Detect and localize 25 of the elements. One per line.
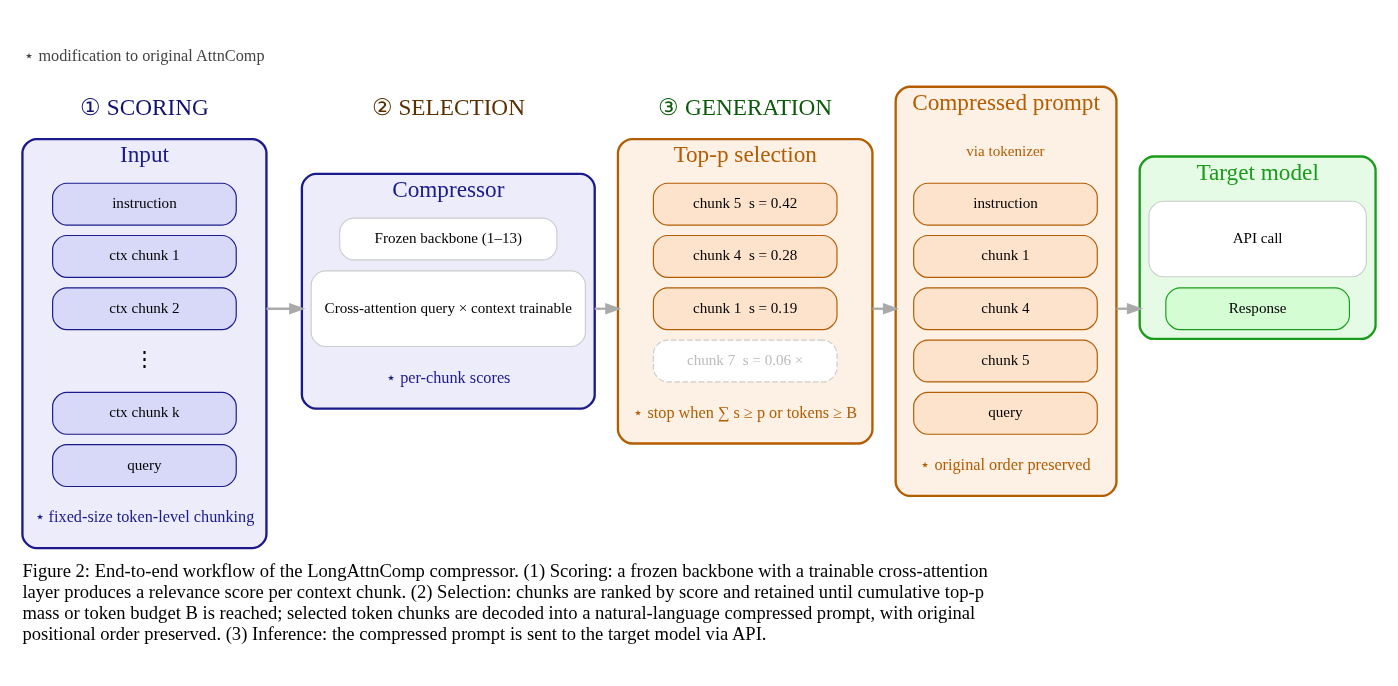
node-box: instruction [52,182,237,226]
node-box: ctx chunk k [52,391,237,435]
node-box: chunk 5 [913,339,1098,383]
node-box: chunk 4 [913,287,1098,331]
node-box: chunk 1 [913,234,1098,278]
node-box: Cross-attention query × context trainable [310,270,586,348]
node-box: chunk 7 s = 0.06 × [652,339,838,383]
node-box: Frozen backbone (1–13) [339,217,558,261]
node-box: query [52,444,237,488]
label: ② SELECTION [371,93,525,120]
label: ⋆ modification to original AttnComp [24,46,265,65]
arrow [266,303,306,315]
node-box: query [913,391,1098,435]
node-box: ctx chunk 2 [52,287,237,331]
caption: Figure 2: End-to-end workflow of the LongAttnComp compressor. (1) Scoring: a frozen backbone with a trainable cross-attention layer produces a relevance score per context chunk. (2) Selection: chunks are ranked by score and retained until cumulative top-p mass or token budget B is reached; selected token chunks are decoded into a natural-language compressed prompt, with original positional order preserved. (3) Inference: the compressed prompt is sent to the target model via API. [22,559,988,644]
node-box: API call [1148,200,1367,278]
label: ① SCORING [80,93,209,120]
label: ⋮ [133,347,155,372]
node-box: Response [1165,287,1350,331]
node-box: chunk 1 s = 0.19 [652,287,838,331]
node-box: ctx chunk 1 [52,234,237,278]
label: ③ GENERATION [658,93,833,120]
node-box: chunk 4 s = 0.28 [652,234,838,278]
node-box: instruction [913,182,1098,226]
node-box: chunk 5 s = 0.42 [652,182,838,226]
